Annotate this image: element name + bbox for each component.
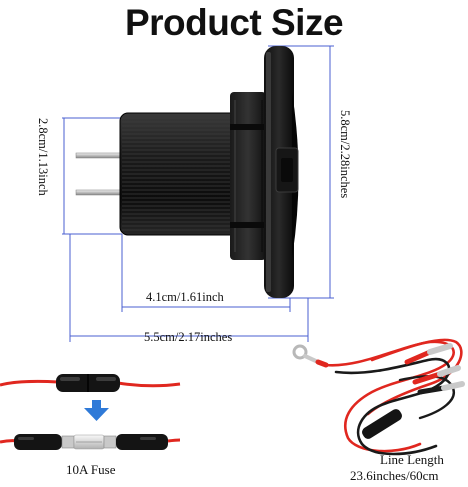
total-length-label: 5.5cm/2.17inches xyxy=(144,330,233,344)
plug-height-label: 2.8cm/1.13inch xyxy=(36,118,50,196)
dimension-lines xyxy=(62,45,334,342)
page-title: Product Size xyxy=(124,2,344,43)
line-length-label: Line Length xyxy=(380,452,444,467)
total-height-label: 5.8cm/2.28inches xyxy=(338,110,352,199)
mounting-nut xyxy=(230,92,266,260)
fuse-holder-closed xyxy=(0,374,181,392)
socket-body xyxy=(119,112,239,236)
line-length-value: 23.6inches/60cm xyxy=(350,468,439,483)
down-arrow-icon xyxy=(84,400,109,421)
terminal-pins xyxy=(75,152,125,196)
fuse-caption: 10A Fuse xyxy=(66,462,116,477)
body-length-label: 4.1cm/1.61inch xyxy=(146,290,224,304)
wire-harness xyxy=(292,338,465,456)
fuse-holder-open xyxy=(0,434,181,450)
front-flange xyxy=(264,46,299,298)
